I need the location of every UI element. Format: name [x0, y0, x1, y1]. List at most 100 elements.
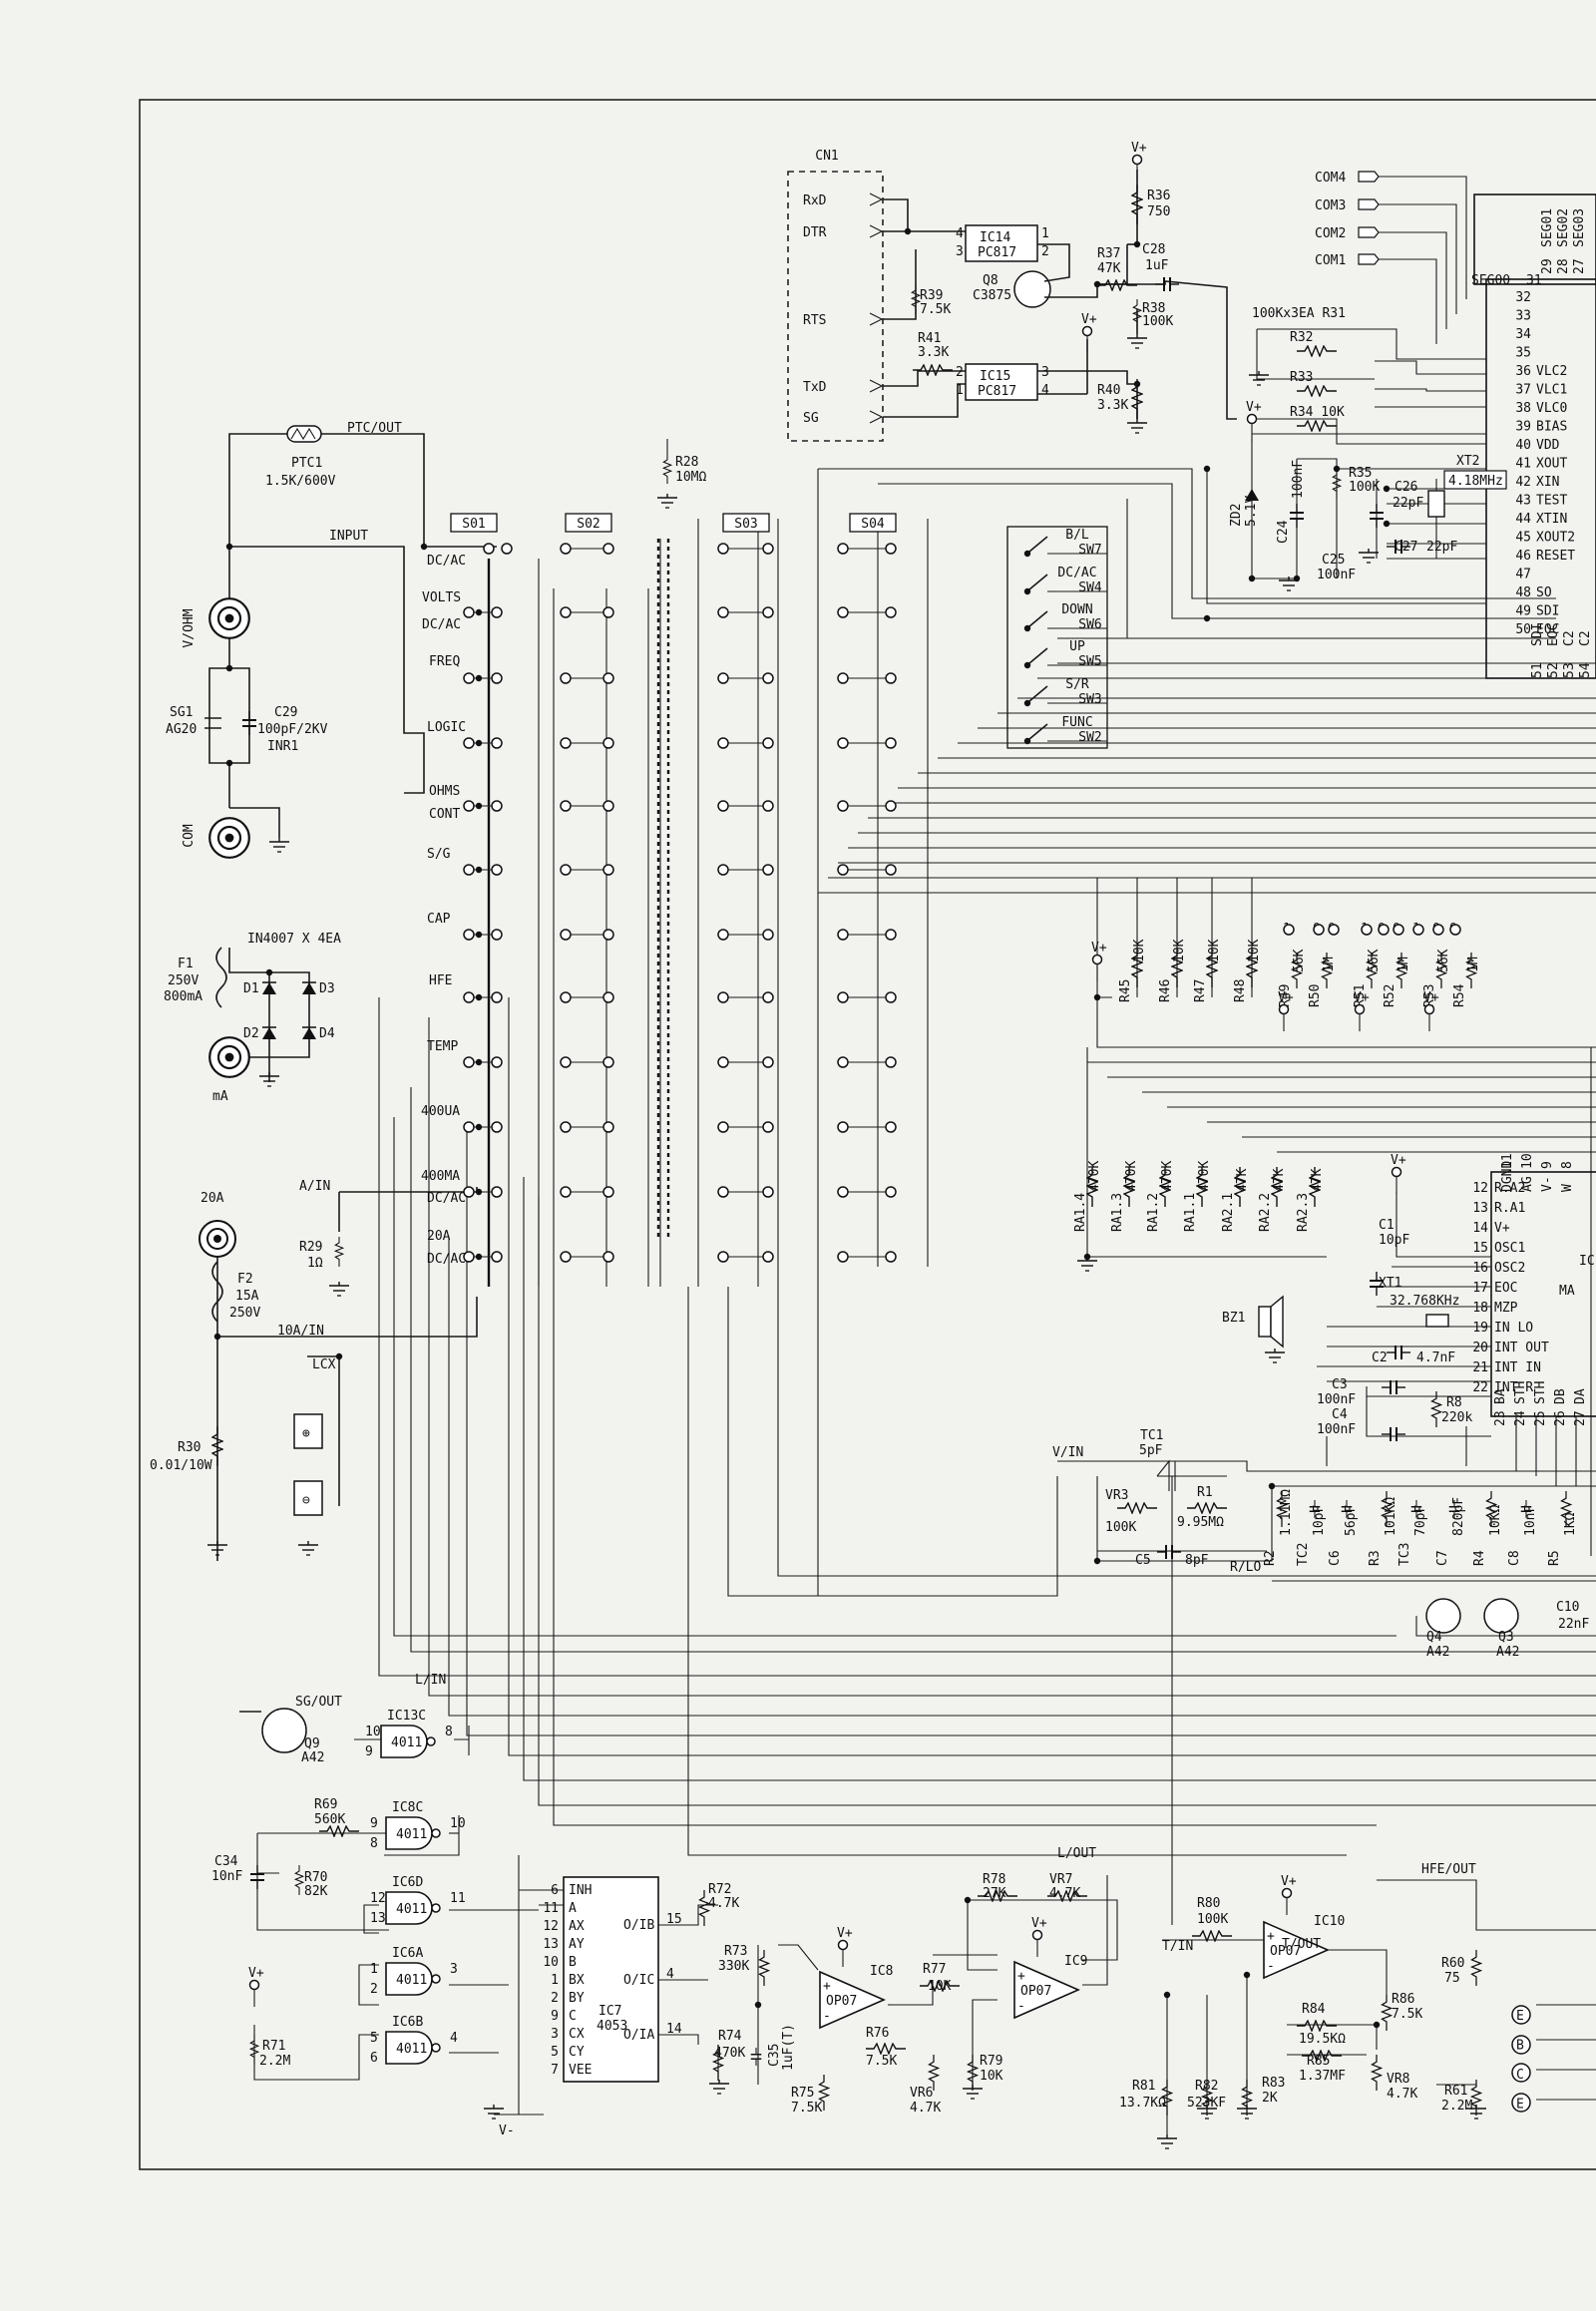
r80-ref: R80 — [1197, 1896, 1220, 1911]
lcd-bias-ref: R32 — [1290, 330, 1313, 345]
diode-d1-symbol — [262, 982, 276, 994]
gate-ref: IC6A — [392, 1946, 423, 1961]
vplus-opamp-2: V+ — [1281, 1874, 1297, 1889]
adc-pin-number: 20 — [1472, 1341, 1488, 1355]
junction-dot — [475, 1253, 483, 1261]
switch-contact — [560, 929, 572, 941]
gate-part: 4011 — [396, 1827, 427, 1842]
switch-contact — [602, 929, 614, 941]
function-label-7: S/G — [427, 847, 451, 862]
minus-icon: ⊖ — [302, 1493, 310, 1508]
c25-value: 100nF — [1317, 568, 1356, 582]
lin-net: L/IN — [415, 1673, 446, 1688]
switch-contact — [463, 1121, 475, 1133]
button-func-label: FUNC — [1061, 715, 1092, 730]
pullup-ref: R48 — [1233, 979, 1248, 1002]
ptc1-value: 1.5K/600V — [265, 474, 336, 489]
ra-value: 470K — [1160, 1161, 1175, 1192]
gate-part: 4011 — [396, 2042, 427, 2057]
pushbutton-sw5-contact — [1028, 647, 1048, 664]
r72-value: 4.7K — [708, 1896, 739, 1911]
junction-dot — [1023, 587, 1031, 595]
mux-pin-number: 13 — [543, 1937, 559, 1952]
mcu-pin-number: 49 — [1515, 604, 1531, 619]
mcu-bottom-pin: 54 — [1578, 662, 1593, 678]
mux-pin-number: 3 — [551, 2027, 559, 2042]
switch-contact — [762, 543, 774, 555]
vplus-jumper-1: V+ — [1354, 990, 1370, 1005]
adc-top-name: V- — [1540, 1176, 1555, 1192]
switch-contact — [762, 1251, 774, 1263]
r70-ref: R70 — [304, 1870, 327, 1885]
xt2-value-box — [1443, 470, 1507, 490]
mux-pin-number: 7 — [551, 2063, 559, 2078]
r83-value: 2K — [1262, 2091, 1278, 2106]
connector-pin-arrow — [869, 379, 884, 393]
junction-dot — [1133, 380, 1141, 388]
junction-dot — [475, 674, 483, 682]
junction-dot — [225, 1053, 233, 1061]
switch-contact — [885, 1121, 897, 1133]
vplus-zener-terminal — [1246, 413, 1258, 425]
opamp-ref: IC10 — [1314, 1914, 1345, 1929]
function-label-3: FREQ — [429, 654, 460, 669]
adc-top-pin: 10 — [1520, 1153, 1535, 1169]
jumper-value: 56K — [1292, 949, 1307, 972]
junction-dot — [420, 543, 428, 551]
r60-ref: R60 — [1441, 1956, 1464, 1971]
gate-pin: 6 — [370, 2051, 378, 2066]
vohm-jack — [208, 597, 250, 639]
vplus-r71-terminal — [248, 1979, 260, 1991]
r85-value: 1.37MF — [1299, 2069, 1346, 2084]
switch-contact — [491, 800, 503, 812]
junction-dot — [265, 968, 273, 976]
button-sw3: SW3 — [1078, 692, 1101, 707]
mux-pin-number: 11 — [543, 1901, 559, 1916]
vplus-adc: V+ — [1391, 1153, 1406, 1168]
f1-rating: 250V — [168, 973, 199, 988]
connector-pin-txd: TxD — [803, 380, 827, 395]
mcu-bottom-name: C2 — [1562, 630, 1577, 646]
adc-pin-name: R.A2 — [1494, 1181, 1525, 1196]
c26-value: 22pF — [1393, 496, 1423, 511]
r77-ref: R77 — [923, 1962, 946, 1977]
switch-contact — [762, 991, 774, 1003]
ra-value: 47K — [1272, 1168, 1287, 1192]
r39-ref: R39 — [920, 288, 943, 303]
r39-value: 7.5K — [920, 302, 951, 317]
hfe-socket-0: E — [1516, 2009, 1524, 2024]
function-label-13: DC/AC — [427, 1191, 466, 1206]
gate-pin: 3 — [450, 1962, 458, 1977]
switch-contact — [885, 929, 897, 941]
connector-pin-rts: RTS — [803, 313, 826, 328]
q4-ref: Q4 — [1426, 1630, 1442, 1645]
adc-bottom-name: STH — [1513, 1381, 1528, 1404]
switch-contact — [463, 672, 475, 684]
plus-icon: ⊕ — [302, 1426, 310, 1441]
switch-contact — [837, 1056, 849, 1068]
jumper-pad — [1432, 924, 1444, 936]
mux-pin-name: BX — [569, 1973, 585, 1988]
connector-pin-arrow — [869, 312, 884, 326]
mux-pin-name: AX — [569, 1919, 585, 1934]
switch-contact — [837, 864, 849, 876]
switch-contact — [717, 543, 729, 555]
vr6-value: 4.7K — [910, 2101, 941, 2116]
r71-ref: R71 — [262, 2039, 285, 2054]
f1-ref: F1 — [178, 957, 194, 971]
adc-pin-number: 18 — [1472, 1301, 1488, 1316]
c29-value: 100pF/2KV — [257, 722, 328, 737]
opto-ref-ic15: IC15 — [980, 369, 1010, 384]
switch-contact — [717, 1186, 729, 1198]
mcu-bottom-name: EOC — [1546, 623, 1561, 646]
gate-pin: 13 — [370, 1911, 386, 1926]
ra-value: 470K — [1087, 1161, 1102, 1192]
switch-contact — [885, 543, 897, 555]
pullup-value: 10K — [1172, 939, 1187, 963]
tc1-value: 5pF — [1139, 1443, 1163, 1458]
lcd-bias-ref: R34 10K — [1290, 405, 1345, 420]
gate-part: 4011 — [396, 1973, 427, 1988]
switch-contact — [491, 737, 503, 749]
range-value: 820pF — [1451, 1497, 1466, 1536]
hfe-socket-1: B — [1516, 2039, 1524, 2054]
